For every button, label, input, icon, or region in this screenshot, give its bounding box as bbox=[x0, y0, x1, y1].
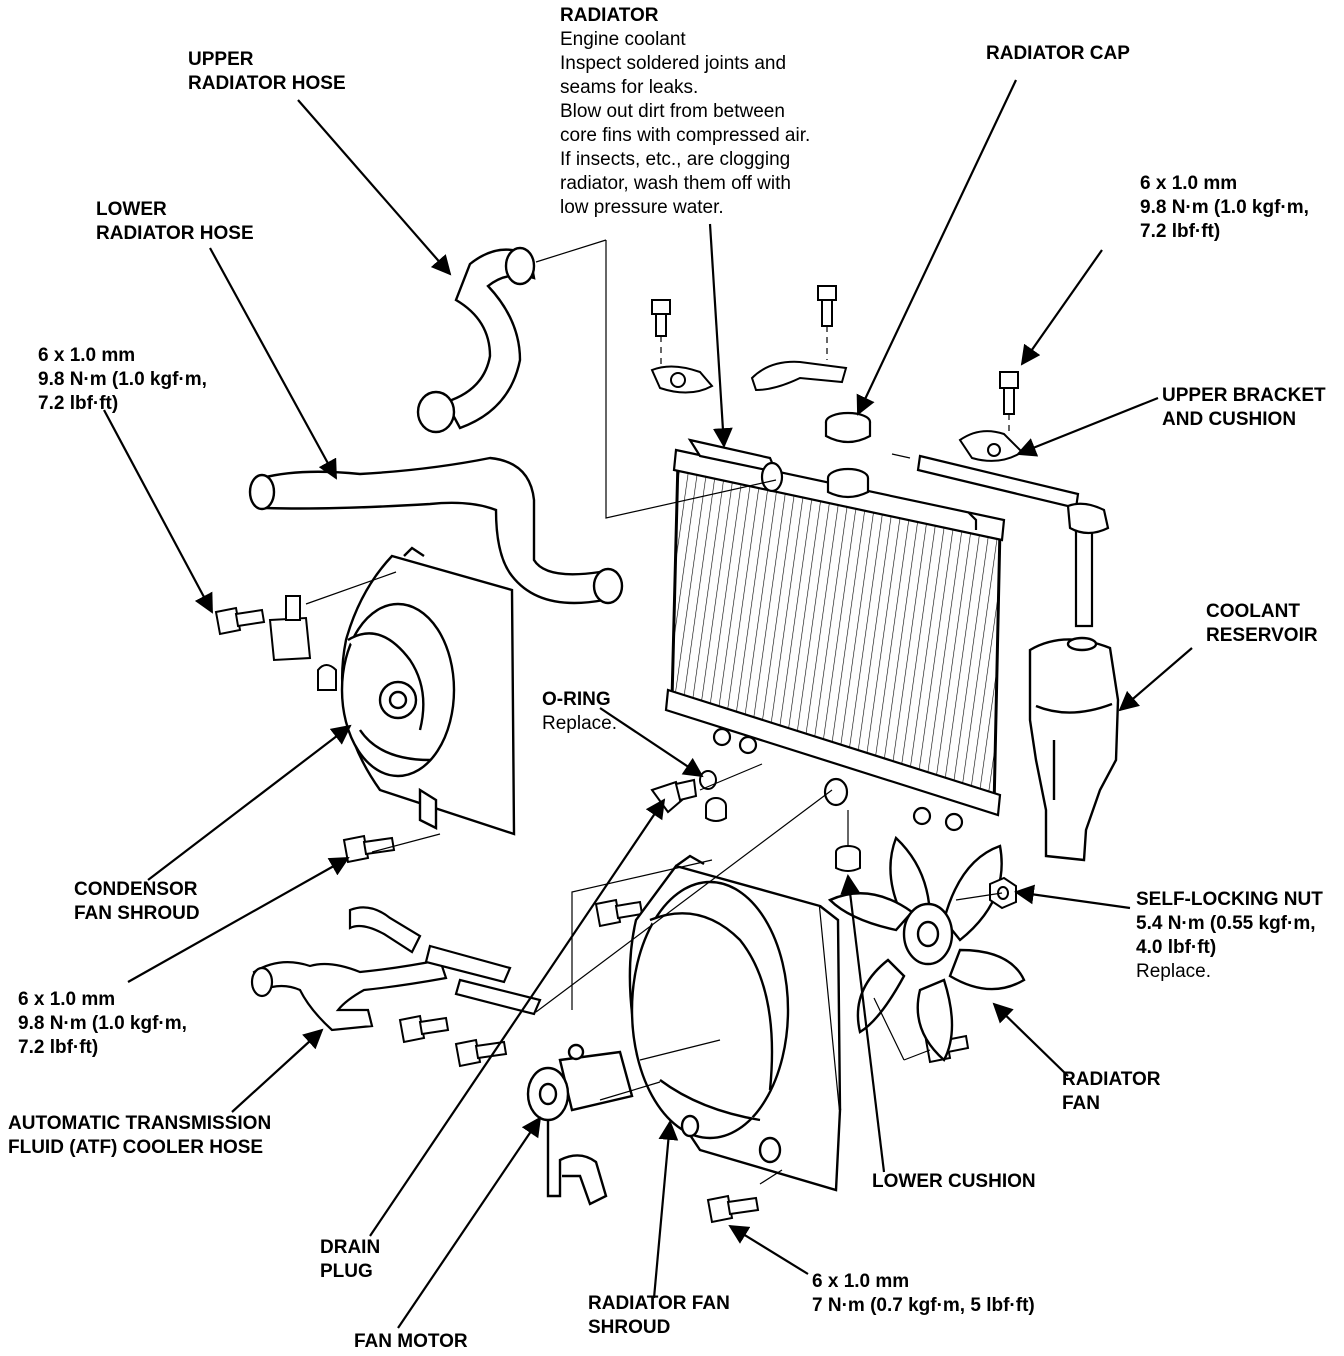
coolant-reservoir bbox=[1028, 636, 1120, 862]
label-condensor-fan-shroud: CONDENSOR FAN SHROUD bbox=[74, 878, 200, 926]
radiator-fan bbox=[827, 835, 1026, 1062]
atf-cooler-hoses bbox=[250, 906, 542, 1032]
drain-plug-line: PLUG bbox=[320, 1261, 373, 1282]
radiator-note-line: seams for leaks. bbox=[560, 77, 699, 98]
condensor-shroud-line: CONDENSOR bbox=[74, 879, 198, 900]
coolant-reservoir-line: RESERVOIR bbox=[1206, 625, 1318, 646]
bolt-spec-line: 6 x 1.0 mm bbox=[812, 1271, 910, 1292]
label-atf-cooler-hose: AUTOMATIC TRANSMISSION FLUID (ATF) COOLE… bbox=[8, 1112, 271, 1160]
bolt-spec-line: 7.2 lbf·ft) bbox=[1140, 221, 1221, 242]
label-fan-motor: FAN MOTOR bbox=[354, 1330, 468, 1354]
label-self-locking-nut: SELF-LOCKING NUT 5.4 N·m (0.55 kgf·m, 4.… bbox=[1136, 888, 1323, 984]
label-bolt-left: 6 x 1.0 mm 9.8 N·m (1.0 kgf·m, 7.2 lbf·f… bbox=[38, 344, 207, 416]
radiator-fan-line: FAN bbox=[1062, 1093, 1100, 1114]
upper-hose-line: UPPER bbox=[188, 49, 254, 70]
self-locking-nut bbox=[989, 876, 1017, 910]
label-coolant-reservoir: COOLANT RESERVOIR bbox=[1206, 600, 1318, 648]
nut-spec-line: 5.4 N·m (0.55 kgf·m, bbox=[1136, 913, 1316, 934]
o-ring-title: O-RING bbox=[542, 689, 611, 710]
condensor-shroud-line: FAN SHROUD bbox=[74, 903, 200, 924]
radiator-fan-line: RADIATOR bbox=[1062, 1069, 1161, 1090]
label-radiator-cap: RADIATOR CAP bbox=[986, 42, 1130, 66]
coolant-reservoir-line: COOLANT bbox=[1206, 601, 1300, 622]
condensor-fan-shroud bbox=[340, 546, 516, 836]
bolt-spec-line: 9.8 N·m (1.0 kgf·m, bbox=[38, 369, 207, 390]
upper-bracket-line: UPPER BRACKET bbox=[1162, 385, 1326, 406]
radiator-note-line: radiator, wash them off with bbox=[560, 173, 791, 194]
label-drain-plug: DRAIN PLUG bbox=[320, 1236, 380, 1284]
radiator-subtitle: Engine coolant bbox=[560, 29, 686, 50]
label-upper-radiator-hose: UPPER RADIATOR HOSE bbox=[188, 48, 346, 96]
bolt-guide-lines bbox=[660, 326, 1010, 432]
o-ring-note: Replace. bbox=[542, 713, 617, 734]
drain-plug bbox=[650, 770, 727, 822]
reservoir-overflow-hose bbox=[916, 454, 1110, 628]
nut-spec-line: 4.0 lbf·ft) bbox=[1136, 937, 1217, 958]
leader-arrows bbox=[103, 79, 1193, 1329]
fan-motor bbox=[526, 1043, 634, 1206]
nut-spec-line: SELF-LOCKING NUT bbox=[1136, 889, 1323, 910]
radiator-note-line: If insects, etc., are clogging bbox=[560, 149, 791, 170]
label-radiator-fan-shroud: RADIATOR FAN SHROUD bbox=[588, 1292, 730, 1340]
label-bolt-lower-left: 6 x 1.0 mm 9.8 N·m (1.0 kgf·m, 7.2 lbf·f… bbox=[18, 988, 187, 1060]
label-radiator-fan: RADIATOR FAN bbox=[1062, 1068, 1161, 1116]
lower-hose-line: RADIATOR HOSE bbox=[96, 223, 254, 244]
lower-radiator-hose bbox=[248, 456, 624, 605]
fan-motor-title: FAN MOTOR bbox=[354, 1331, 468, 1352]
drain-plug-line: DRAIN bbox=[320, 1237, 381, 1258]
radiator-note-line: Blow out dirt from between bbox=[560, 101, 785, 122]
upper-bracket-line: AND CUSHION bbox=[1162, 409, 1297, 430]
radiator-cap bbox=[824, 411, 872, 444]
label-lower-cushion: LOWER CUSHION bbox=[872, 1170, 1036, 1194]
label-bolt-upper-right: 6 x 1.0 mm 9.8 N·m (1.0 kgf·m, 7.2 lbf·f… bbox=[1140, 172, 1309, 244]
bolt-spec-line: 7.2 lbf·ft) bbox=[38, 393, 119, 414]
label-o-ring: O-RING Replace. bbox=[542, 688, 617, 736]
radiator-note-line: Inspect soldered joints and bbox=[560, 53, 787, 74]
top-bolts-and-brackets bbox=[650, 285, 1024, 462]
radiator-note-line: low pressure water. bbox=[560, 197, 724, 218]
fan-shroud-line: RADIATOR FAN bbox=[588, 1293, 730, 1314]
bolt-spec-line: 6 x 1.0 mm bbox=[18, 989, 116, 1010]
atf-hose-line: FLUID (ATF) COOLER HOSE bbox=[8, 1137, 264, 1158]
assembly-lines bbox=[305, 239, 1003, 1185]
bolt-spec-line: 9.8 N·m (1.0 kgf·m, bbox=[1140, 197, 1309, 218]
lower-cushion bbox=[835, 845, 861, 872]
nut-note: Replace. bbox=[1136, 961, 1211, 982]
atf-hose-line: AUTOMATIC TRANSMISSION bbox=[8, 1113, 272, 1134]
condensor-connector bbox=[268, 595, 337, 691]
bolt-spec-line: 9.8 N·m (1.0 kgf·m, bbox=[18, 1013, 187, 1034]
upper-radiator-hose bbox=[416, 246, 536, 434]
bolt-spec-line: 6 x 1.0 mm bbox=[1140, 173, 1238, 194]
bolt-spec-line: 7 N·m (0.7 kgf·m, 5 lbf·ft) bbox=[812, 1295, 1035, 1316]
lower-hose-line: LOWER bbox=[96, 199, 167, 220]
radiator-title: RADIATOR bbox=[560, 5, 659, 26]
radiator-core bbox=[664, 438, 1006, 832]
label-bolt-bottom: 6 x 1.0 mm 7 N·m (0.7 kgf·m, 5 lbf·ft) bbox=[812, 1270, 1035, 1318]
radiator-fan-shroud bbox=[628, 854, 842, 1192]
label-radiator: RADIATOR Engine coolant Inspect soldered… bbox=[560, 4, 810, 220]
bolt-spec-line: 7.2 lbf·ft) bbox=[18, 1037, 99, 1058]
label-upper-bracket: UPPER BRACKET AND CUSHION bbox=[1162, 384, 1326, 432]
radiator-note-line: core fins with compressed air. bbox=[560, 125, 811, 146]
lower-cushion-title: LOWER CUSHION bbox=[872, 1171, 1036, 1192]
label-lower-radiator-hose: LOWER RADIATOR HOSE bbox=[96, 198, 254, 246]
radiator-cap-title: RADIATOR CAP bbox=[986, 43, 1130, 64]
bolt-spec-line: 6 x 1.0 mm bbox=[38, 345, 136, 366]
upper-hose-line: RADIATOR HOSE bbox=[188, 73, 346, 94]
fan-shroud-line: SHROUD bbox=[588, 1317, 671, 1338]
